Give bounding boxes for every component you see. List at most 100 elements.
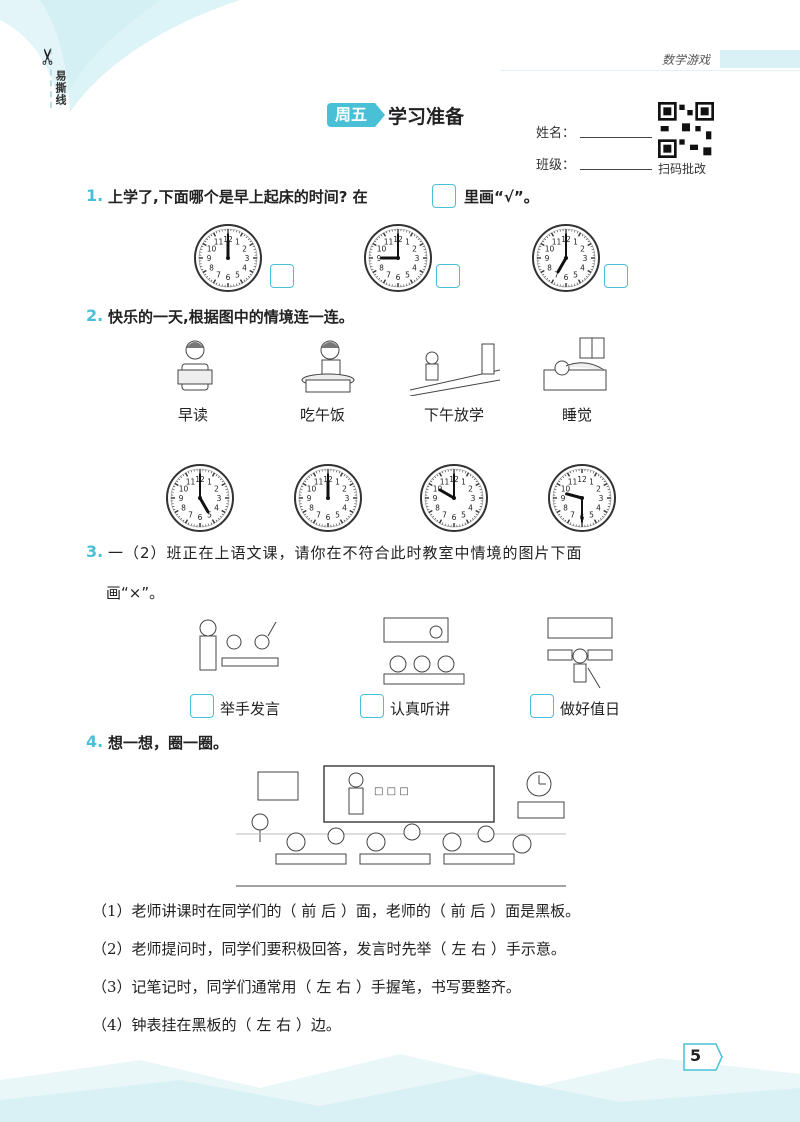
svg-text:8: 8 bbox=[309, 504, 314, 513]
top-swoosh-decoration bbox=[0, 0, 240, 112]
svg-text:2: 2 bbox=[596, 485, 601, 494]
svg-text:6: 6 bbox=[564, 273, 569, 282]
svg-text:4: 4 bbox=[242, 264, 247, 273]
scene-label-2: 吃午饭 bbox=[300, 406, 346, 424]
q2-number: 2. bbox=[86, 306, 104, 325]
q3-option-1: 举手发言 bbox=[220, 700, 281, 718]
svg-text:8: 8 bbox=[563, 504, 568, 513]
svg-text:5: 5 bbox=[335, 510, 340, 519]
svg-text:3: 3 bbox=[583, 254, 588, 263]
svg-text:4: 4 bbox=[412, 264, 417, 273]
svg-text:5: 5 bbox=[589, 510, 594, 519]
svg-text:7: 7 bbox=[554, 270, 559, 279]
q3-option-2: 认真听讲 bbox=[390, 700, 451, 718]
svg-text:11: 11 bbox=[214, 238, 224, 247]
q4-line-2: （2）老师提问时，同学们要积极回答，发言时先举（ 左 右 ）手示意。 bbox=[92, 940, 566, 958]
svg-text:4: 4 bbox=[580, 264, 585, 273]
scene-label-4: 睡觉 bbox=[562, 406, 593, 424]
svg-text:5: 5 bbox=[461, 510, 466, 519]
name-field[interactable] bbox=[580, 136, 652, 138]
q1-answer-box-1[interactable] bbox=[270, 264, 294, 288]
scissors-icon: ✂ bbox=[36, 47, 62, 66]
scene-label-3: 下午放学 bbox=[424, 406, 485, 424]
svg-text:5: 5 bbox=[235, 270, 240, 279]
svg-text:5: 5 bbox=[207, 510, 212, 519]
q1-example-box bbox=[432, 184, 456, 208]
svg-text:11: 11 bbox=[384, 238, 394, 247]
svg-text:2: 2 bbox=[214, 485, 219, 494]
day-badge: 周五 bbox=[327, 103, 385, 127]
svg-text:2: 2 bbox=[342, 485, 347, 494]
svg-text:11: 11 bbox=[440, 478, 450, 487]
header-rule bbox=[500, 70, 800, 71]
section-bar bbox=[720, 50, 800, 68]
svg-text:1: 1 bbox=[405, 238, 410, 247]
svg-text:1: 1 bbox=[461, 478, 466, 487]
svg-text:7: 7 bbox=[188, 510, 193, 519]
lunch-illustration bbox=[301, 340, 355, 393]
svg-text:8: 8 bbox=[435, 504, 440, 513]
q2-text: 快乐的一天,根据图中的情境连一连。 bbox=[108, 308, 354, 326]
svg-text:9: 9 bbox=[377, 254, 382, 263]
svg-text:4: 4 bbox=[214, 504, 219, 513]
svg-text:□ □ □: □ □ □ bbox=[374, 786, 409, 797]
svg-text:8: 8 bbox=[379, 264, 384, 273]
raise-hand-illustration bbox=[199, 619, 279, 671]
svg-text:7: 7 bbox=[442, 510, 447, 519]
svg-text:7: 7 bbox=[316, 510, 321, 519]
q3-answer-box-3[interactable] bbox=[530, 694, 554, 718]
svg-text:6: 6 bbox=[452, 513, 457, 522]
svg-text:11: 11 bbox=[314, 478, 324, 487]
section-tag: 数学游戏 bbox=[662, 53, 711, 67]
svg-text:1: 1 bbox=[207, 478, 212, 487]
svg-text:6: 6 bbox=[326, 513, 331, 522]
svg-text:2: 2 bbox=[412, 245, 417, 254]
svg-text:3: 3 bbox=[217, 494, 222, 503]
svg-text:4: 4 bbox=[596, 504, 601, 513]
svg-text:6: 6 bbox=[226, 273, 231, 282]
svg-text:10: 10 bbox=[179, 485, 189, 494]
svg-text:7: 7 bbox=[216, 270, 221, 279]
svg-text:1: 1 bbox=[235, 238, 240, 247]
class-field[interactable] bbox=[580, 168, 652, 170]
svg-text:3: 3 bbox=[245, 254, 250, 263]
q3-option-3: 做好值日 bbox=[560, 700, 621, 718]
sleeping-illustration bbox=[543, 337, 607, 391]
tear-line bbox=[50, 48, 52, 108]
svg-text:5: 5 bbox=[573, 270, 578, 279]
qr-code-icon[interactable] bbox=[658, 102, 714, 158]
q4-text: 想一想，圈一圈。 bbox=[108, 734, 229, 752]
svg-text:6: 6 bbox=[396, 273, 401, 282]
svg-text:10: 10 bbox=[207, 245, 217, 254]
q1-text-after: 里画“√”。 bbox=[464, 188, 539, 206]
svg-text:1: 1 bbox=[335, 478, 340, 487]
svg-text:9: 9 bbox=[561, 494, 566, 503]
svg-text:11: 11 bbox=[552, 238, 562, 247]
q3-text-line1: 一（2）班正在上语文课，请你在不符合此时教室中情境的图片下面 bbox=[108, 544, 583, 562]
classroom-illustration: □ □ □ bbox=[236, 765, 566, 887]
listening-illustration bbox=[383, 617, 465, 685]
q1-text-before: 上学了,下面哪个是早上起床的时间? 在 bbox=[108, 188, 368, 206]
brand-label: 易撕线 bbox=[54, 70, 67, 106]
q1-number: 1. bbox=[86, 186, 104, 205]
q3-answer-box-1[interactable] bbox=[190, 694, 214, 718]
svg-text:8: 8 bbox=[181, 504, 186, 513]
svg-text:1: 1 bbox=[589, 478, 594, 487]
svg-text:2: 2 bbox=[242, 245, 247, 254]
after-school-illustration bbox=[410, 343, 500, 396]
q3-answer-box-2[interactable] bbox=[360, 694, 384, 718]
q1-answer-box-2[interactable] bbox=[436, 264, 460, 288]
svg-text:9: 9 bbox=[545, 254, 550, 263]
svg-text:7: 7 bbox=[386, 270, 391, 279]
class-label: 班级： bbox=[536, 158, 576, 173]
q1-answer-box-3[interactable] bbox=[604, 264, 628, 288]
q4-number: 4. bbox=[86, 732, 104, 751]
svg-text:8: 8 bbox=[209, 264, 214, 273]
bottom-decoration bbox=[0, 1054, 800, 1122]
q4-line-4: （4）钟表挂在黑板的（ 左 右 ）边。 bbox=[92, 1016, 341, 1034]
